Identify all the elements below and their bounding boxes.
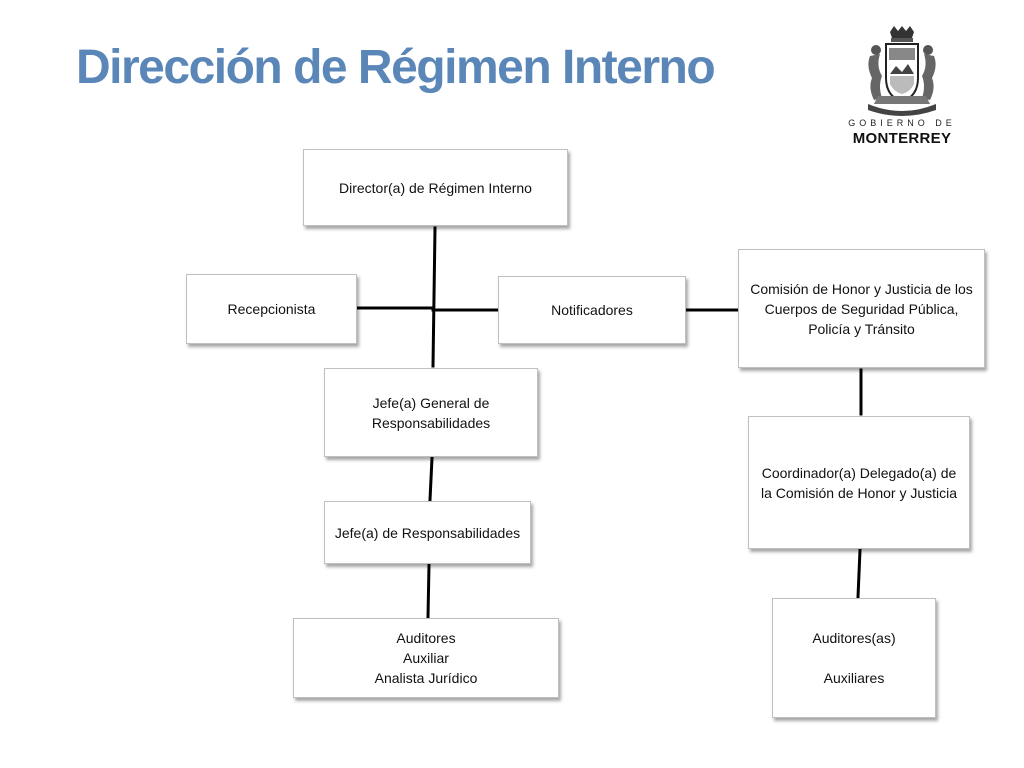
box-auditores-right-text: Auditores(as) Auxiliares (812, 630, 896, 686)
box-coordinador-text: Coordinador(a) Delegado(a) de la Comisió… (760, 464, 958, 501)
box-jefe-responsabilidades-text: Jefe(a) de Responsabilidades (334, 524, 521, 541)
box-coordinador: Coordinador(a) Delegado(a) de la Comisió… (748, 416, 970, 549)
connector-director-down (431, 226, 437, 368)
box-jefe-general-text: Jefe(a) General de Responsabilidades (371, 394, 491, 431)
box-recepcionista-text: Recepcionista (227, 301, 316, 317)
box-comision: Comisión de Honor y Justicia de los Cuer… (738, 249, 985, 368)
box-director: Director(a) de Régimen Interno (303, 149, 568, 226)
box-auditores-left: Auditores Auxiliar Analista Jurídico (293, 618, 559, 698)
logo-text-monterrey: MONTERREY (852, 130, 952, 147)
box-jefe-responsabilidades: Jefe(a) de Responsabilidades (324, 501, 531, 564)
coat-of-arms-icon (868, 26, 936, 116)
box-comision-text: Comisión de Honor y Justicia de los Cuer… (750, 280, 973, 337)
box-recepcionista: Recepcionista (186, 274, 357, 344)
box-auditores-left-text: Auditores Auxiliar Analista Jurídico (374, 630, 478, 686)
connector-jefe-general-down (428, 456, 434, 502)
logo-text-gobierno: GOBIERNO DE (848, 118, 956, 128)
box-jefe-general: Jefe(a) General de Responsabilidades (324, 368, 538, 457)
connector-jefe-resp-down (426, 563, 431, 619)
box-director-text: Director(a) de Régimen Interno (339, 179, 532, 196)
box-notificadores-text: Notificadores (551, 302, 633, 318)
page-title: Dirección de Régimen Interno (76, 41, 716, 94)
box-auditores-right-spacer (812, 648, 895, 668)
gobierno-monterrey-logo: GOBIERNO DE MONTERREY (846, 26, 958, 150)
box-auditores-right: Auditores(as) Auxiliares (772, 598, 936, 718)
box-notificadores: Notificadores (498, 276, 686, 344)
connector-coordinador-down (856, 548, 862, 599)
